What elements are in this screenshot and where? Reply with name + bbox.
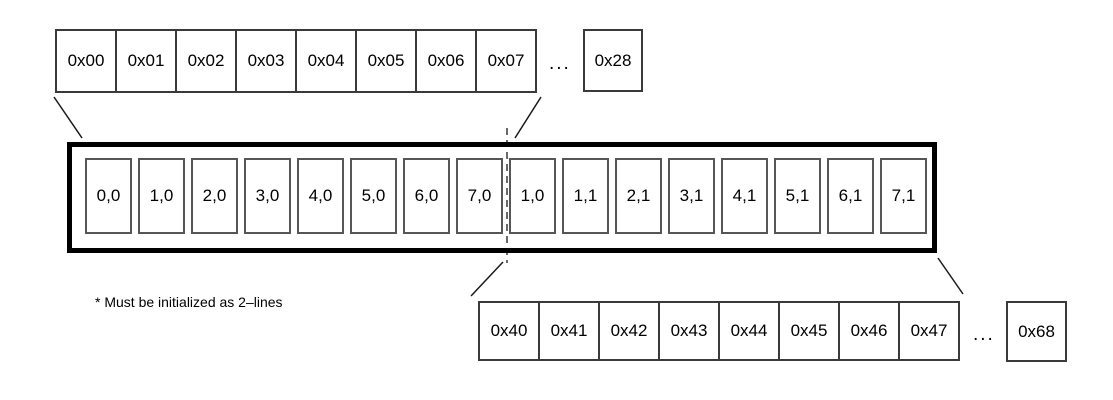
memory-cell-last-bottom: 0x68 [1006,301,1067,362]
cache-cell: 6,0 [403,158,450,234]
memory-cell: 0x04 [295,29,357,93]
memory-cell: 0x03 [235,29,297,93]
ellipsis-bottom: ... [973,324,995,345]
cache-line-box: 0,0 1,0 2,0 3,0 4,0 5,0 6,0 7,0 1,0 1,1 … [67,142,937,253]
memory-cell: 0x06 [415,29,477,93]
memory-cell: 0x00 [55,29,117,93]
connector-top-right [514,96,542,139]
cache-cells-row: 0,0 1,0 2,0 3,0 4,0 5,0 6,0 7,0 1,0 1,1 … [85,158,927,234]
connector-bottom-left [470,261,504,297]
memory-cell: 0x05 [355,29,417,93]
memory-cell: 0x41 [538,301,600,361]
cache-cell: 4,1 [721,158,768,234]
cache-cell: 2,1 [615,158,662,234]
cache-cell: 0,0 [85,158,132,234]
memory-cell: 0x07 [475,29,537,93]
memory-cell: 0x40 [478,301,540,361]
memory-cell: 0x02 [175,29,237,93]
memory-cell: 0x47 [898,301,960,361]
cache-cell: 3,0 [244,158,291,234]
cache-cell: 7,1 [880,158,927,234]
footnote: * Must be initialized as 2–lines [95,294,283,310]
ellipsis-top: ... [549,53,571,74]
cache-cell: 6,1 [827,158,874,234]
cache-cell: 5,1 [774,158,821,234]
memory-cell: 0x42 [598,301,660,361]
memory-row-top: 0x00 0x01 0x02 0x03 0x04 0x05 0x06 0x07 [55,29,537,93]
cache-cell: 3,1 [668,158,715,234]
memory-cell: 0x45 [778,301,840,361]
cache-cell: 5,0 [350,158,397,234]
memory-row-bottom: 0x40 0x41 0x42 0x43 0x44 0x45 0x46 0x47 [478,301,960,361]
memory-cell: 0x01 [115,29,177,93]
cache-cell: 1,1 [562,158,609,234]
connector-top-left [53,96,83,139]
cache-cell: 7,0 [456,158,503,234]
memory-cell-last-top: 0x28 [583,29,643,92]
cache-cell: 2,0 [191,158,238,234]
cache-cell: 4,0 [297,158,344,234]
memory-cell: 0x43 [658,301,720,361]
connector-bottom-right [937,257,964,295]
memory-cell: 0x44 [718,301,780,361]
memory-cell: 0x46 [838,301,900,361]
cache-cell: 1,0 [138,158,185,234]
cache-cell: 1,0 [509,158,556,234]
